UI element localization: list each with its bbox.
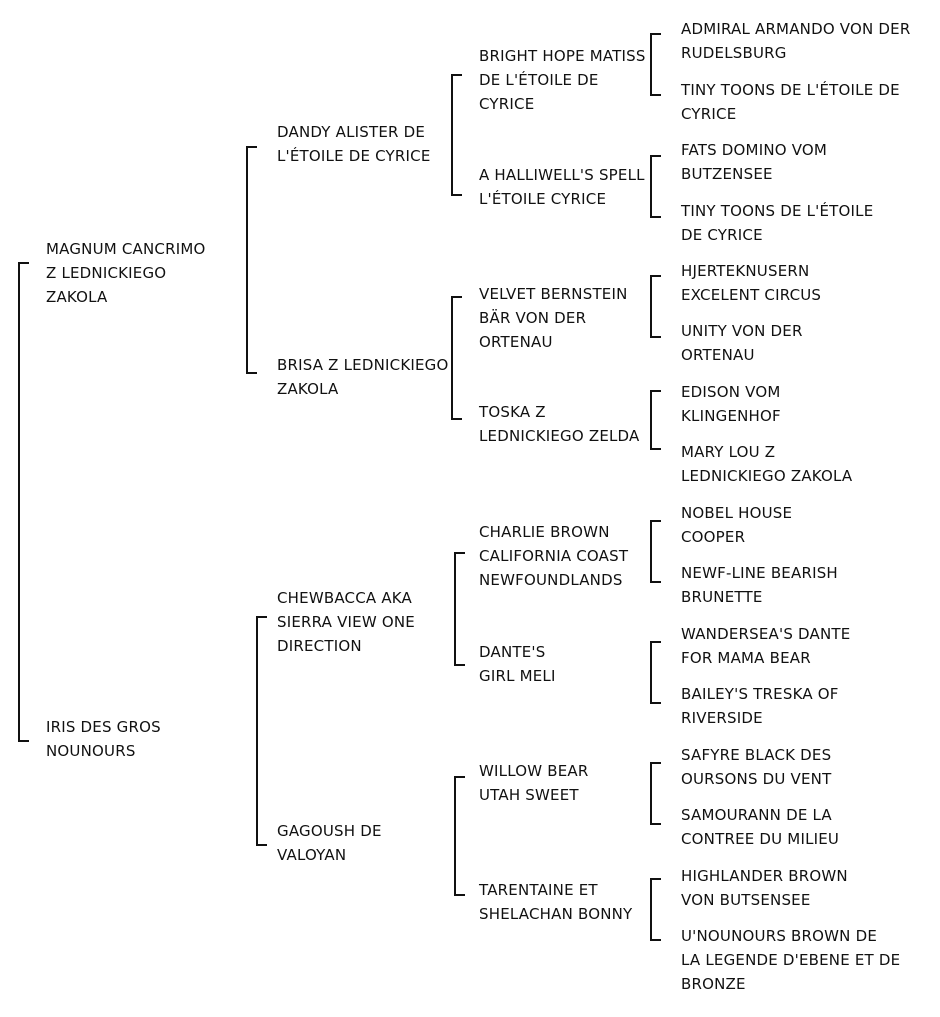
gg-grandparent-9: NOBEL HOUSE COOPER bbox=[681, 504, 793, 546]
great-grandparent-1: BRIGHT HOPE MATISS DE L'ÉTOILE DE CYRICE bbox=[479, 47, 646, 113]
bracket-line bbox=[18, 262, 20, 741]
bracket-tick bbox=[650, 155, 661, 157]
gg-grandparent-13: SAFYRE BLACK DES OURSONS DU VENT bbox=[681, 746, 832, 788]
gg-grandparent-15: HIGHLANDER BROWN VON BUTSENSEE bbox=[681, 867, 848, 909]
grandparent-3: CHEWBACCA AKA SIERRA VIEW ONE DIRECTION bbox=[277, 589, 415, 655]
bracket-tick bbox=[451, 296, 462, 298]
bracket-tick bbox=[246, 372, 257, 374]
gg-grandparent-2: TINY TOONS DE L'ÉTOILE DE CYRICE bbox=[681, 81, 900, 123]
gg-grandparent-12: BAILEY'S TRESKA OF RIVERSIDE bbox=[681, 685, 839, 727]
bracket-tick bbox=[650, 823, 661, 825]
grandparent-1: DANDY ALISTER DE L'ÉTOILE DE CYRICE bbox=[277, 123, 431, 165]
gg-grandparent-3: FATS DOMINO VOM BUTZENSEE bbox=[681, 141, 828, 183]
grandparent-4: GAGOUSH DE VALOYAN bbox=[277, 822, 382, 864]
gg-grandparent-7: EDISON VOM KLINGENHOF bbox=[681, 383, 781, 425]
bracket-line bbox=[650, 390, 652, 449]
gg-grandparent-1: ADMIRAL ARMANDO VON DER RUDELSBURG bbox=[681, 20, 911, 62]
great-grandparent-7: WILLOW BEAR UTAH SWEET bbox=[479, 762, 589, 804]
bracket-tick bbox=[256, 616, 267, 618]
bracket-line bbox=[650, 520, 652, 582]
bracket-line bbox=[451, 74, 453, 195]
great-grandparent-5: CHARLIE BROWN CALIFORNIA COAST NEWFOUNDL… bbox=[479, 523, 629, 589]
bracket-line bbox=[650, 641, 652, 703]
gg-grandparent-11: WANDERSEA'S DANTE FOR MAMA BEAR bbox=[681, 625, 851, 667]
bracket-tick bbox=[246, 146, 257, 148]
bracket-line bbox=[650, 155, 652, 217]
bracket-tick bbox=[650, 216, 661, 218]
gg-grandparent-8: MARY LOU Z LEDNICKIEGO ZAKOLA bbox=[681, 443, 853, 485]
bracket-tick bbox=[451, 194, 462, 196]
bracket-line bbox=[650, 33, 652, 95]
bracket-tick bbox=[650, 702, 661, 704]
bracket-tick bbox=[650, 448, 661, 450]
bracket-tick bbox=[650, 641, 661, 643]
great-grandparent-3: VELVET BERNSTEIN BÄR VON DER ORTENAU bbox=[479, 285, 628, 351]
bracket-line bbox=[246, 146, 248, 373]
parent-dam: IRIS DES GROS NOUNOURS bbox=[46, 718, 161, 760]
great-grandparent-8: TARENTAINE ET SHELACHAN BONNY bbox=[479, 881, 633, 923]
gg-grandparent-4: TINY TOONS DE L'ÉTOILE DE CYRICE bbox=[681, 202, 874, 244]
bracket-line bbox=[256, 616, 258, 845]
grandparent-2: BRISA Z LEDNICKIEGO ZAKOLA bbox=[277, 356, 449, 398]
bracket-line bbox=[454, 552, 456, 665]
bracket-line bbox=[650, 762, 652, 824]
bracket-tick bbox=[454, 776, 465, 778]
bracket-line bbox=[451, 296, 453, 419]
bracket-tick bbox=[650, 390, 661, 392]
bracket-line bbox=[454, 776, 456, 895]
bracket-tick bbox=[650, 94, 661, 96]
gg-grandparent-10: NEWF-LINE BEARISH BRUNETTE bbox=[681, 564, 838, 606]
great-grandparent-4: TOSKA Z LEDNICKIEGO ZELDA bbox=[479, 403, 640, 445]
bracket-tick bbox=[650, 939, 661, 941]
bracket-tick bbox=[256, 844, 267, 846]
gg-grandparent-14: SAMOURANN DE LA CONTREE DU MILIEU bbox=[681, 806, 840, 848]
bracket-tick bbox=[650, 520, 661, 522]
gg-grandparent-6: UNITY VON DER ORTENAU bbox=[681, 322, 803, 364]
bracket-tick bbox=[650, 581, 661, 583]
great-grandparent-2: A HALLIWELL'S SPELL L'ÉTOILE CYRICE bbox=[479, 166, 645, 208]
bracket-tick bbox=[650, 762, 661, 764]
gg-grandparent-16: U'NOUNOURS BROWN DE LA LEGENDE D'EBENE E… bbox=[681, 927, 901, 993]
bracket-tick bbox=[454, 552, 465, 554]
bracket-tick bbox=[18, 262, 29, 264]
bracket-tick bbox=[451, 74, 462, 76]
bracket-tick bbox=[650, 33, 661, 35]
bracket-line bbox=[650, 878, 652, 940]
bracket-line bbox=[650, 275, 652, 337]
bracket-tick bbox=[451, 418, 462, 420]
bracket-tick bbox=[650, 878, 661, 880]
bracket-tick bbox=[454, 664, 465, 666]
great-grandparent-6: DANTE'S GIRL MELI bbox=[479, 643, 556, 685]
bracket-tick bbox=[650, 336, 661, 338]
parent-sire: MAGNUM CANCRIMO Z LEDNICKIEGO ZAKOLA bbox=[46, 240, 206, 306]
bracket-tick bbox=[650, 275, 661, 277]
gg-grandparent-5: HJERTEKNUSERN EXCELENT CIRCUS bbox=[681, 262, 822, 304]
bracket-tick bbox=[18, 740, 29, 742]
bracket-tick bbox=[454, 894, 465, 896]
